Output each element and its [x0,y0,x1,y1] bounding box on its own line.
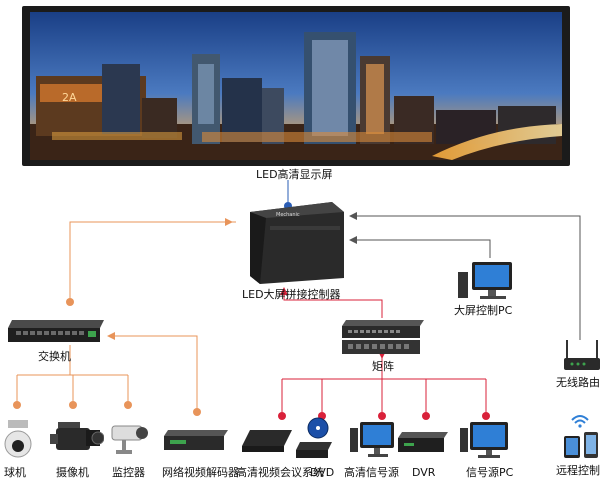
network-video-decoder-label: 网络视频解码器 [162,466,239,479]
city-night-image: 2A [30,12,562,160]
controller-brand: Mechanic [276,212,300,218]
wireless-router [560,338,604,374]
dvr-device [396,430,450,456]
remote-control-devices [562,432,602,460]
banner-sign-text: 2A [62,91,77,104]
led-screen: 2A [22,6,570,166]
pc-to-controller-link [349,236,491,258]
signal-source-pc [460,420,512,460]
hd-video-conference [240,426,296,458]
hd-signal-source [350,420,398,460]
control-pc [458,258,518,302]
led-screen-label: LED高清显示屏 [256,168,333,181]
hd-signal-source-label: 高清信号源 [344,466,399,479]
led-controller: Mechanic [236,198,348,288]
signal-source-pc-label: 信号源PC [466,466,514,479]
led-controller-label: LED大屏拼接控制器 [242,288,341,301]
dvr-label: DVR [412,466,436,479]
matrix-device [340,316,428,360]
controller-to-switch-link [69,221,236,300]
cctv-camera [108,420,152,460]
decoder-to-switch-link [107,332,198,412]
cctv-camera-label: 监控器 [112,466,145,479]
dome-camera-label: 球机 [4,466,26,479]
wireless-router-label: 无线路由 [556,376,600,389]
control-pc-label: 大屏控制PC [454,304,513,317]
dvd-label: DVD [310,466,335,479]
camcorder [48,420,104,460]
switch-link-dot [66,298,74,306]
switch-label: 交换机 [38,350,71,363]
wifi-icon [570,414,590,428]
network-video-decoder [162,428,232,456]
dvd-player [296,414,336,460]
network-switch [4,316,108,346]
matrix-to-controller-link [280,287,383,318]
camcorder-label: 摄像机 [56,466,89,479]
router-to-controller-link [349,212,581,340]
hd-video-conference-label: 高清视频会议系统 [236,466,324,479]
remote-control-label: 远程控制 [556,464,600,477]
matrix-label: 矩阵 [372,360,394,373]
dome-camera [2,418,34,462]
